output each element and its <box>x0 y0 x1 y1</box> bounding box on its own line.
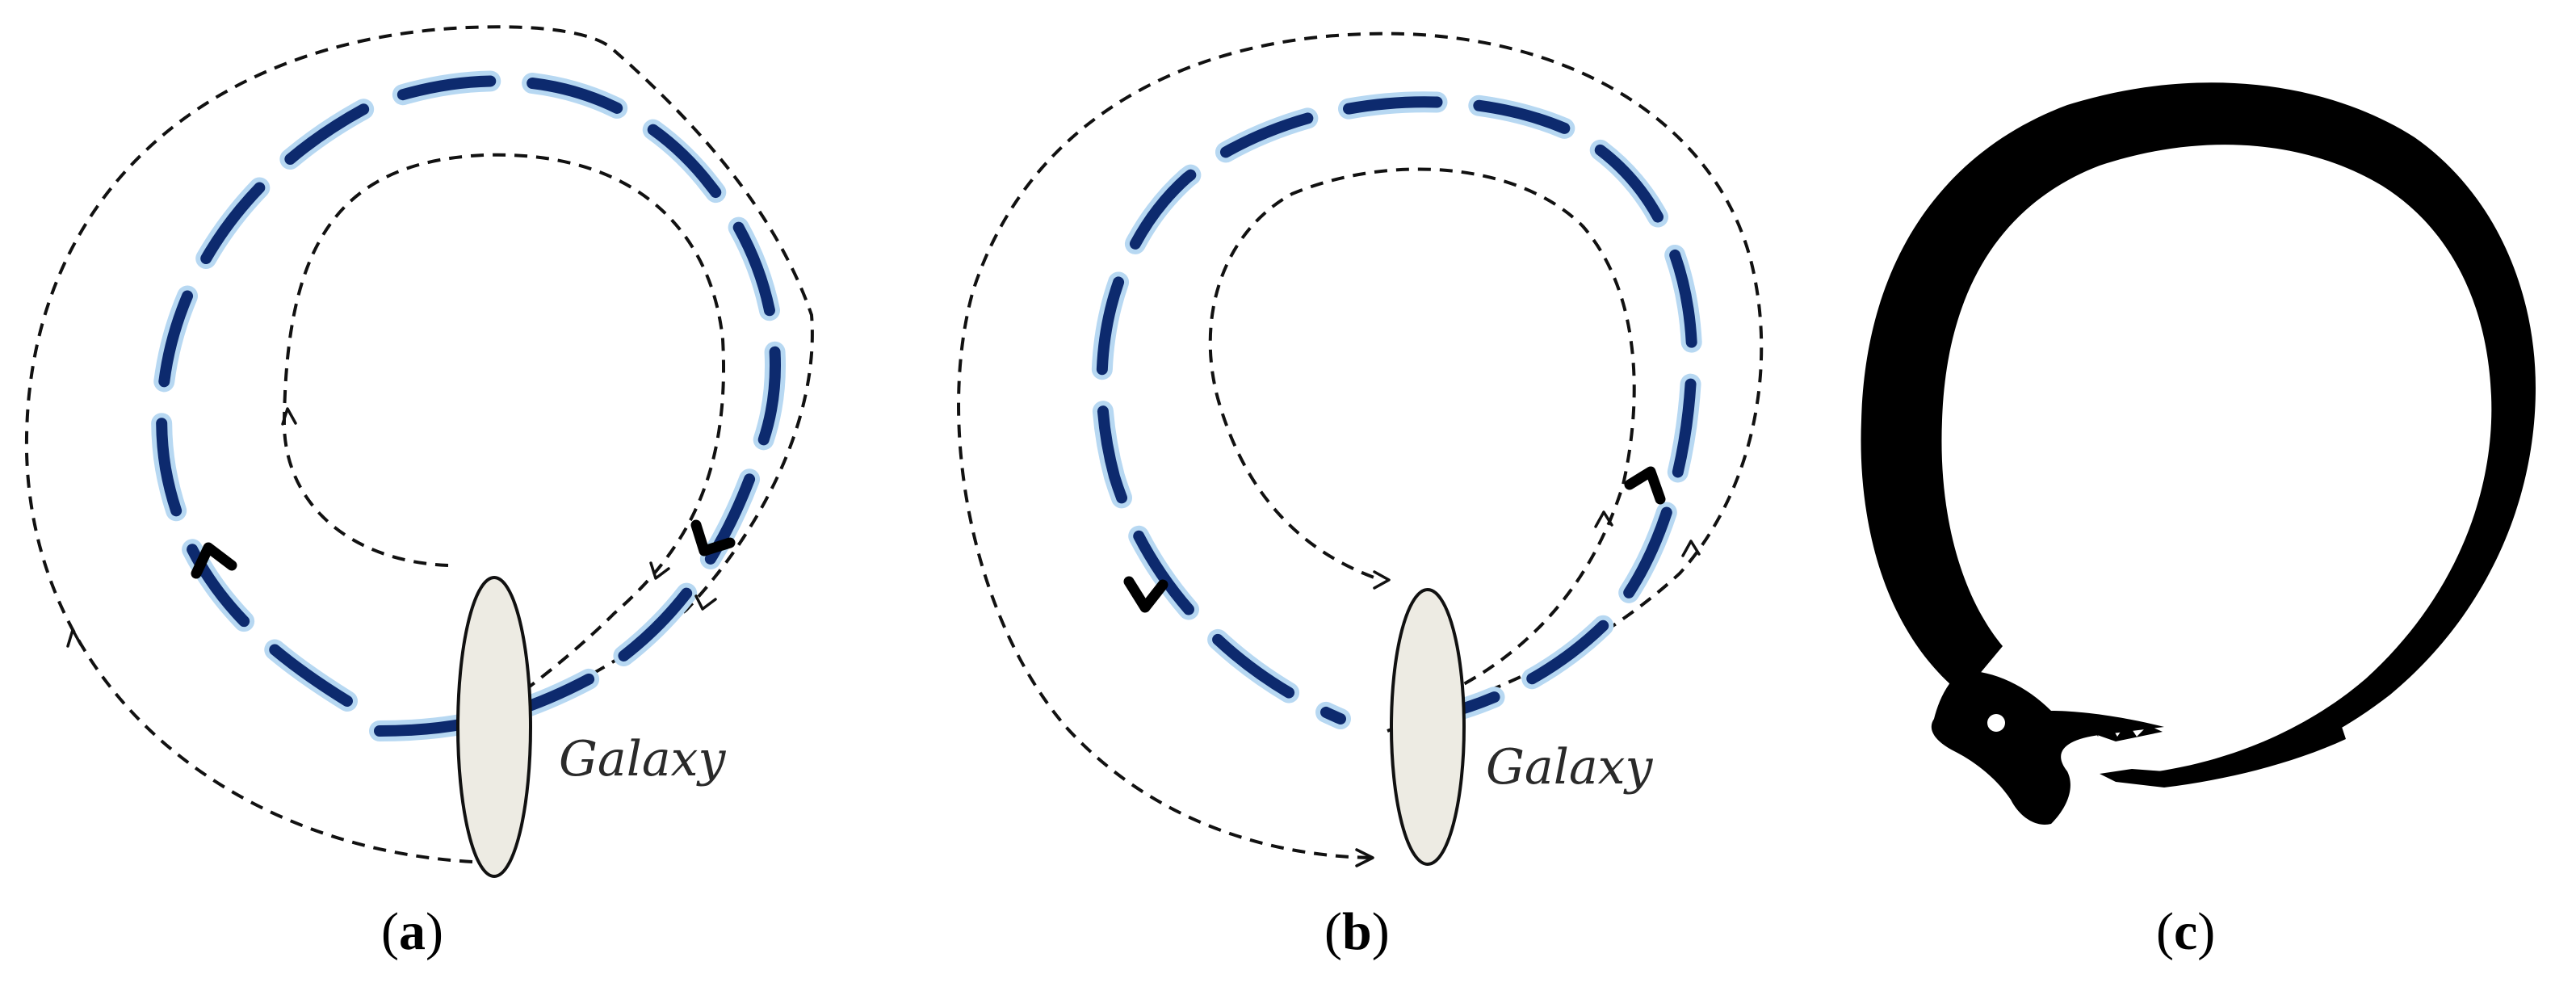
inner-flow-line-a <box>282 153 725 720</box>
panel-label-b: (b) <box>1324 902 1390 961</box>
galaxy-label-b: Galaxy <box>1486 739 1654 796</box>
outer-flow-line-b <box>957 32 1764 859</box>
flow-arrow-right2-a <box>694 594 717 611</box>
flow-arrow-inner-b <box>1373 570 1391 590</box>
orbit-path-a <box>156 75 781 737</box>
orbit-arrow-up-b <box>1624 466 1666 505</box>
serpent-tail <box>2100 727 2346 788</box>
outer-flow-line-a <box>24 25 814 864</box>
panel-b: Galaxy (b) <box>957 32 1764 961</box>
orbit-arrow-down-b <box>1123 576 1168 613</box>
serpent-teeth <box>2051 717 2163 741</box>
galaxy-disk-a <box>456 576 532 878</box>
flow-arrow-right2-b <box>1681 540 1701 557</box>
panel-label-c: (c) <box>2156 902 2215 961</box>
flow-arrow-outer-a <box>66 628 82 648</box>
galaxy-disk-b <box>1390 588 1466 866</box>
orbit-arrow-up-a <box>191 542 237 579</box>
flow-arrow-right1-a <box>649 561 670 580</box>
serpent-head <box>1931 670 2164 825</box>
panel-label-a: (a) <box>381 902 443 961</box>
flow-arrow-inner-a <box>281 407 297 426</box>
panel-c: (c) <box>1861 82 2536 961</box>
panel-a: Galaxy (a) <box>24 25 814 961</box>
flow-arrow-right1-b <box>1594 510 1613 528</box>
orbit-path-b <box>1096 96 1698 727</box>
serpent-eye <box>1987 714 2005 732</box>
galaxy-label-a: Galaxy <box>559 731 727 788</box>
ouroboros-serpent <box>1861 82 2536 825</box>
inner-flow-line-b <box>1208 167 1636 712</box>
flow-arrow-outer-bottom-b <box>1355 848 1374 867</box>
orbit-arrow-down-a <box>690 519 736 556</box>
